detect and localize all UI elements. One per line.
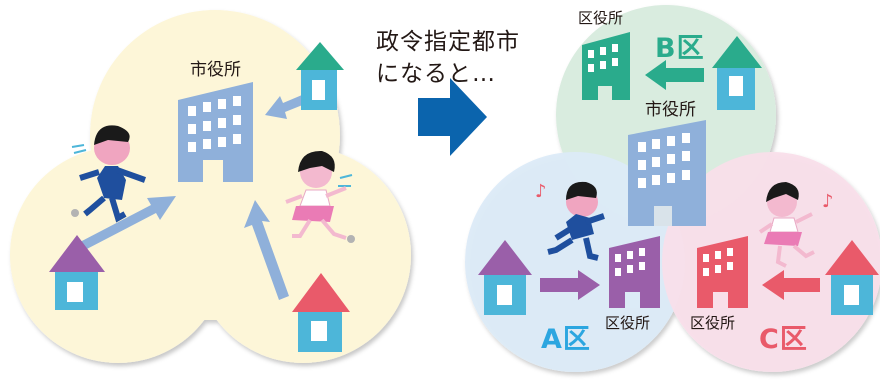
music-note-icon: ♪ <box>535 181 547 202</box>
ward-a-office-building-icon <box>609 236 660 308</box>
heading-line-1: 政令指定都市 <box>376 29 520 55</box>
ward-c-area <box>662 152 880 372</box>
ward-b-name: B区 <box>655 33 705 64</box>
house-icon <box>49 235 105 310</box>
house-icon <box>292 273 350 352</box>
arrow-icon <box>762 270 820 300</box>
house-icon <box>296 42 344 110</box>
house-icon <box>478 240 532 315</box>
ward-a-name: A区 <box>541 324 591 355</box>
heading: 政令指定都市 になると… <box>376 26 520 90</box>
heading-line-2: になると… <box>376 61 496 87</box>
ward-c-name: C区 <box>759 324 808 355</box>
boy-icon: ♪ <box>535 181 605 261</box>
house-icon <box>712 36 762 110</box>
ward-c-office-label: 区役所 <box>690 314 736 332</box>
music-note-icon: ♪ <box>822 191 834 212</box>
boy-icon <box>71 125 147 223</box>
arrow-icon <box>78 95 305 300</box>
before-city-hall-label: 市役所 <box>190 60 241 80</box>
arrow-icon <box>645 60 704 90</box>
transition-arrow-icon <box>418 78 487 156</box>
ward-a-office-label: 区役所 <box>605 314 651 332</box>
ward-b-office-building-icon <box>582 32 630 100</box>
ward-c-office-building-icon <box>697 236 748 308</box>
arrow-icon <box>540 270 600 300</box>
city-hall-building-icon <box>628 120 706 226</box>
after-city-hall-label: 市役所 <box>645 100 696 120</box>
city-hall-building-icon <box>178 82 253 182</box>
ward-b-office-label: 区役所 <box>578 9 624 27</box>
girl-icon: ♪ <box>758 182 834 268</box>
girl-icon <box>285 150 355 243</box>
house-icon <box>825 240 879 315</box>
